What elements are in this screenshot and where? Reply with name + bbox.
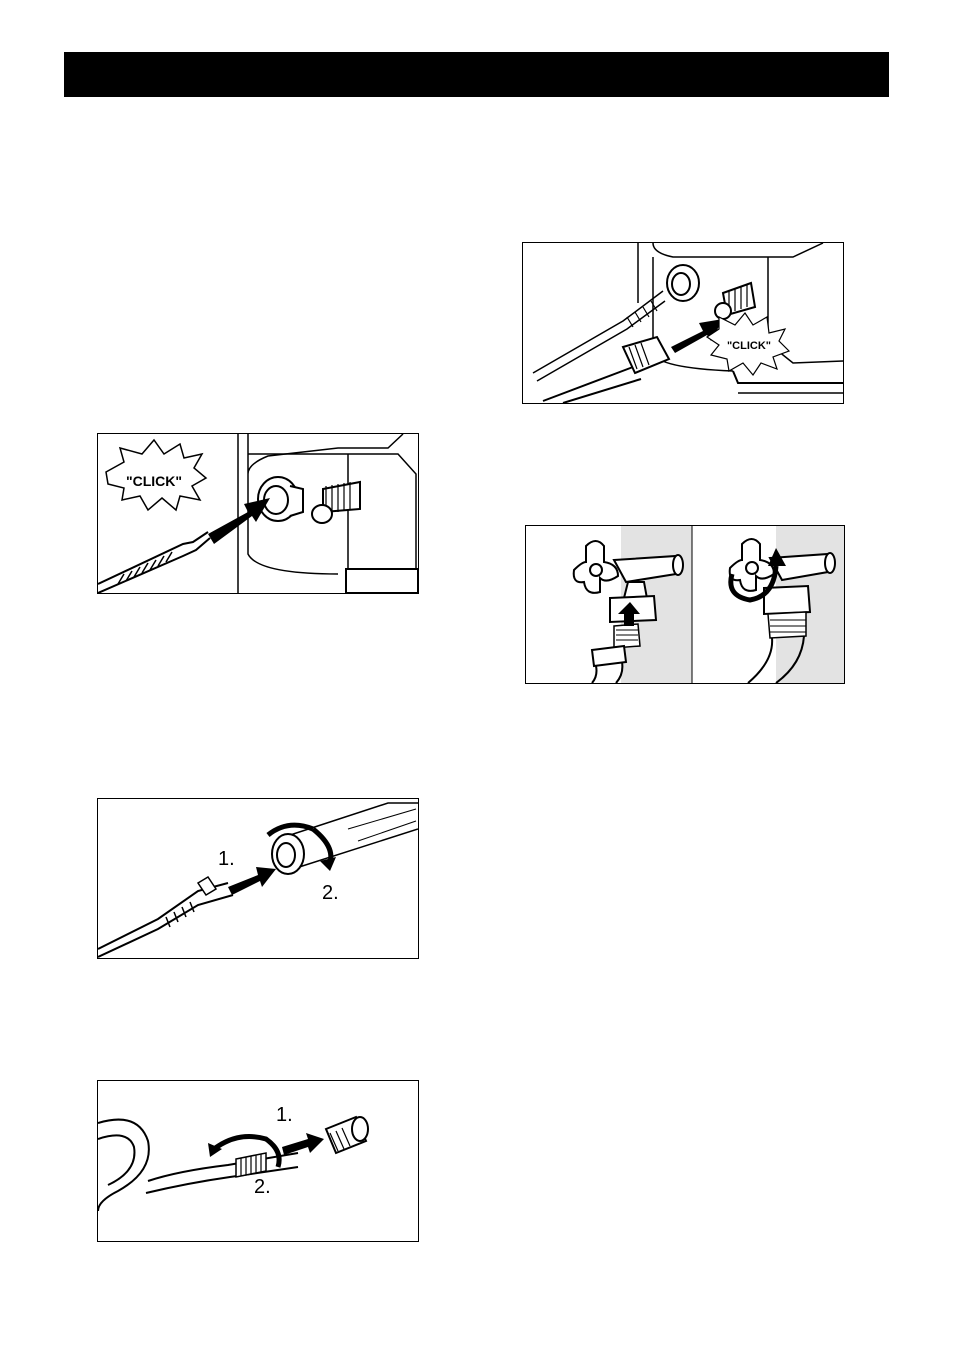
figure-garden-hose-into-unit: "CLICK" [522, 242, 844, 404]
figure-hose-coupler: 1. 2. [97, 1080, 419, 1242]
coupler-step-1-label: 1. [276, 1104, 293, 1126]
figure-hose-into-unit: "CLICK" [97, 433, 419, 594]
hose-coupler-illustration: 1. 2. [98, 1081, 418, 1241]
garden-hose-into-unit-illustration: "CLICK" [523, 243, 843, 403]
coupler-step-2-label: 2. [254, 1176, 271, 1198]
click-callout-1: "CLICK" [126, 473, 182, 489]
gun-step-2-label: 2. [322, 882, 339, 904]
hose-into-unit-illustration: "CLICK" [98, 434, 418, 593]
gun-step-1-label: 1. [218, 848, 235, 870]
figure-faucet-connect [525, 525, 845, 684]
click-callout-2: "CLICK" [727, 340, 771, 352]
gun-attach-illustration: 1. 2. [98, 799, 418, 958]
figure-gun-attach: 1. 2. [97, 798, 419, 959]
section-header-bar [64, 52, 889, 97]
faucet-connect-illustration [526, 526, 844, 683]
